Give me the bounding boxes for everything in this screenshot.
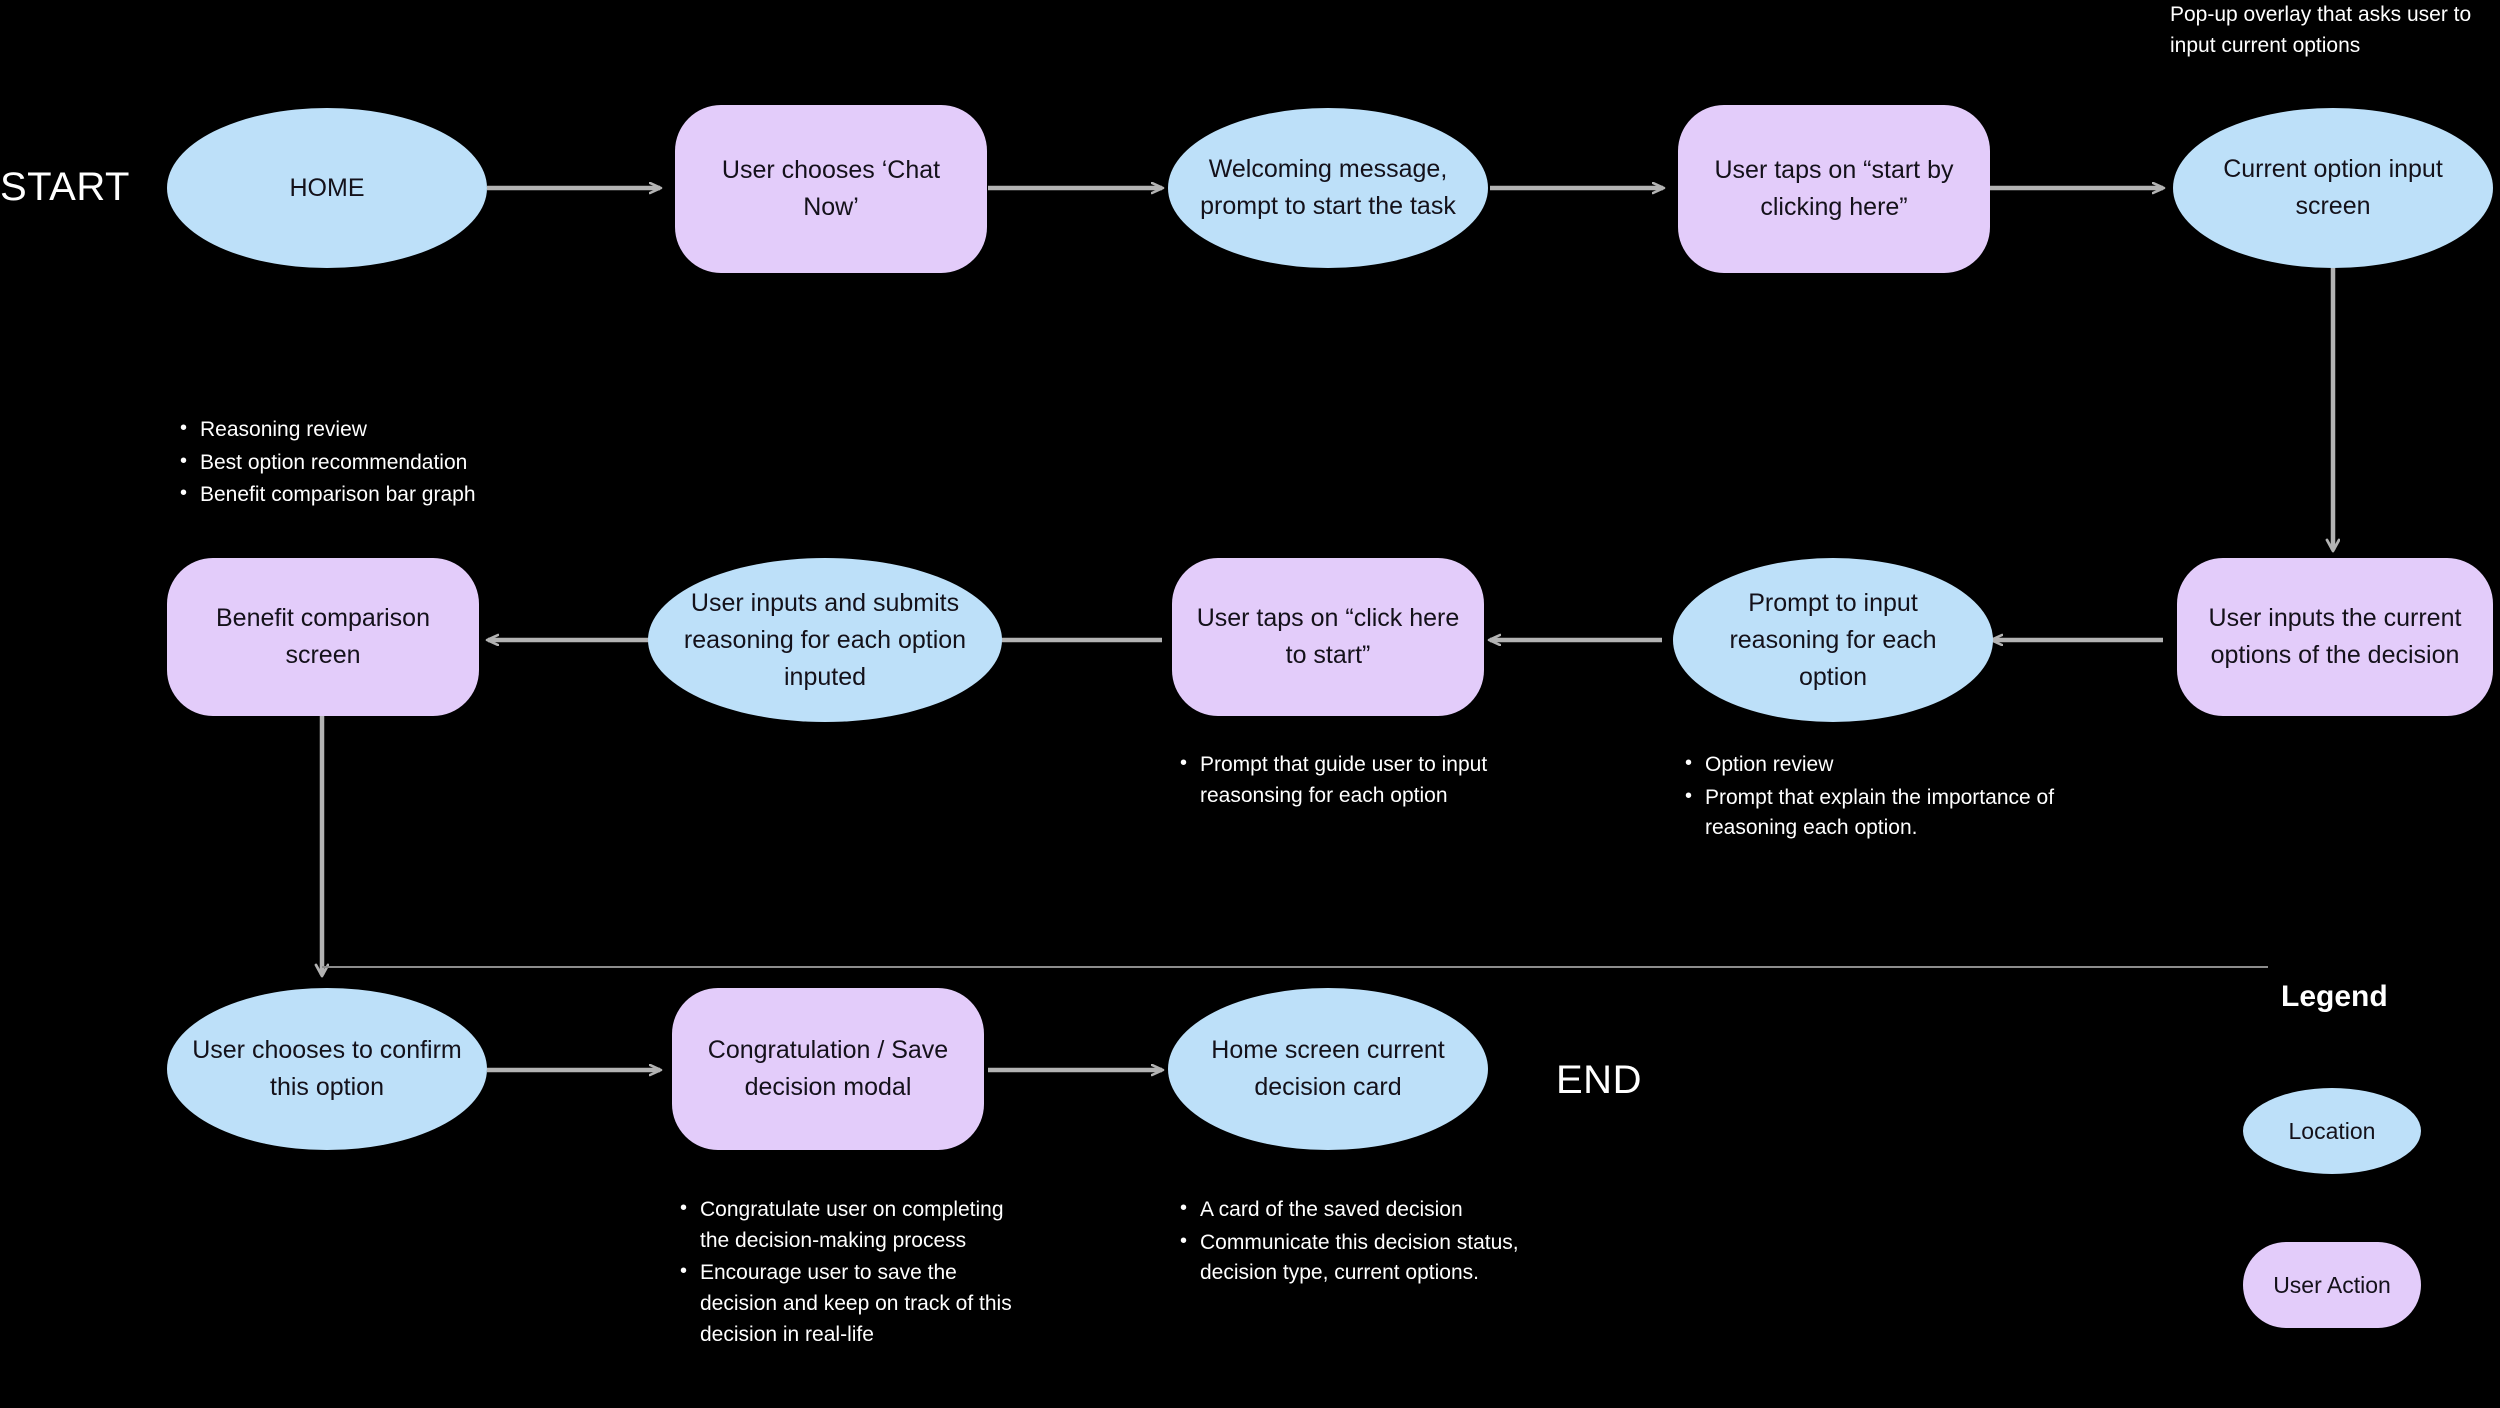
node-submit-reasoning[interactable]: User inputs and submits reasoning for ea…: [648, 558, 1002, 722]
list-item: Reasoning review: [178, 414, 598, 446]
node-user-inputs-current-options[interactable]: User inputs the current options of the d…: [2177, 558, 2493, 716]
list-item: Prompt that explain the importance of re…: [1683, 782, 2103, 844]
legend-chip-location: Location: [2243, 1088, 2421, 1174]
node-tap-start-by-clicking-here[interactable]: User taps on “start by clicking here”: [1678, 105, 1990, 273]
node-prompt-input-reasoning[interactable]: Prompt to input reasoning for each optio…: [1673, 558, 1993, 722]
list-item: Communicate this decision status, decisi…: [1178, 1227, 1558, 1289]
annotation-popup-overlay-line-2: input current options: [2170, 33, 2361, 57]
legend-title: Legend: [2281, 980, 2388, 1013]
annotation-click-here-start: Prompt that guide user to input reasonsi…: [1178, 749, 1518, 813]
legend-chip-user-action-label: User Action: [2273, 1271, 2391, 1298]
list-item: Prompt that guide user to input reasonsi…: [1178, 749, 1518, 811]
start-label: START: [0, 165, 130, 209]
node-current-option-input-screen[interactable]: Current option input screen: [2173, 108, 2493, 268]
list-item: Best option recommendation: [178, 447, 598, 479]
node-tap-click-here-to-start[interactable]: User taps on “click here to start”: [1172, 558, 1484, 716]
node-benefit-comparison-screen-label: Benefit comparison screen: [215, 604, 430, 669]
node-confirm-this-option[interactable]: User chooses to confirm this option: [167, 988, 487, 1150]
node-home[interactable]: HOME: [167, 108, 487, 268]
node-benefit-comparison-screen[interactable]: Benefit comparison screen: [167, 558, 479, 716]
node-user-inputs-current-options-label: User inputs the current options of the d…: [2208, 604, 2462, 669]
annotation-congratulation: Congratulate user on completing the deci…: [678, 1194, 1038, 1352]
end-label: END: [1556, 1058, 1642, 1102]
annotation-popup-overlay: Pop-up overlay that asks user to input c…: [2170, 0, 2500, 61]
annotation-decision-card: A card of the saved decision Communicate…: [1178, 1194, 1558, 1291]
node-welcoming-message[interactable]: Welcoming message, prompt to start the t…: [1168, 108, 1488, 268]
node-chat-now[interactable]: User chooses ‘Chat Now’: [675, 105, 987, 273]
node-congratulation-save-decision-modal[interactable]: Congratulation / Save decision modal: [672, 988, 984, 1150]
list-item: Encourage user to save the decision and …: [678, 1257, 1038, 1350]
node-chat-now-label: User chooses ‘Chat Now’: [721, 156, 941, 221]
legend-chip-user-action: User Action: [2243, 1242, 2421, 1328]
node-current-option-input-screen-label: Current option input screen: [2223, 155, 2443, 220]
node-tap-start-by-clicking-here-label: User taps on “start by clicking here”: [1714, 156, 1954, 221]
node-home-screen-decision-card-label: Home screen current decision card: [1211, 1036, 1445, 1101]
annotation-prompt-reasoning: Option review Prompt that explain the im…: [1683, 749, 2103, 846]
node-submit-reasoning-label: User inputs and submits reasoning for ea…: [683, 588, 967, 691]
node-confirm-this-option-label: User chooses to confirm this option: [192, 1036, 462, 1101]
list-item: Option review: [1683, 749, 2103, 781]
list-item: Congratulate user on completing the deci…: [678, 1194, 1038, 1256]
node-congratulation-save-decision-modal-label: Congratulation / Save decision modal: [707, 1036, 949, 1101]
node-welcoming-message-label: Welcoming message, prompt to start the t…: [1200, 155, 1456, 220]
node-home-screen-decision-card[interactable]: Home screen current decision card: [1168, 988, 1488, 1150]
annotation-benefit-screen: Reasoning review Best option recommendat…: [178, 414, 598, 513]
annotation-popup-overlay-line-1: Pop-up overlay that asks user to: [2170, 3, 2472, 26]
node-tap-click-here-to-start-label: User taps on “click here to start”: [1196, 604, 1460, 669]
list-item: A card of the saved decision: [1178, 1194, 1558, 1226]
list-item: Benefit comparison bar graph: [178, 479, 598, 511]
node-home-label: HOME: [289, 173, 365, 202]
node-prompt-input-reasoning-label: Prompt to input reasoning for each optio…: [1729, 588, 1937, 691]
legend-chip-location-label: Location: [2288, 1117, 2376, 1144]
